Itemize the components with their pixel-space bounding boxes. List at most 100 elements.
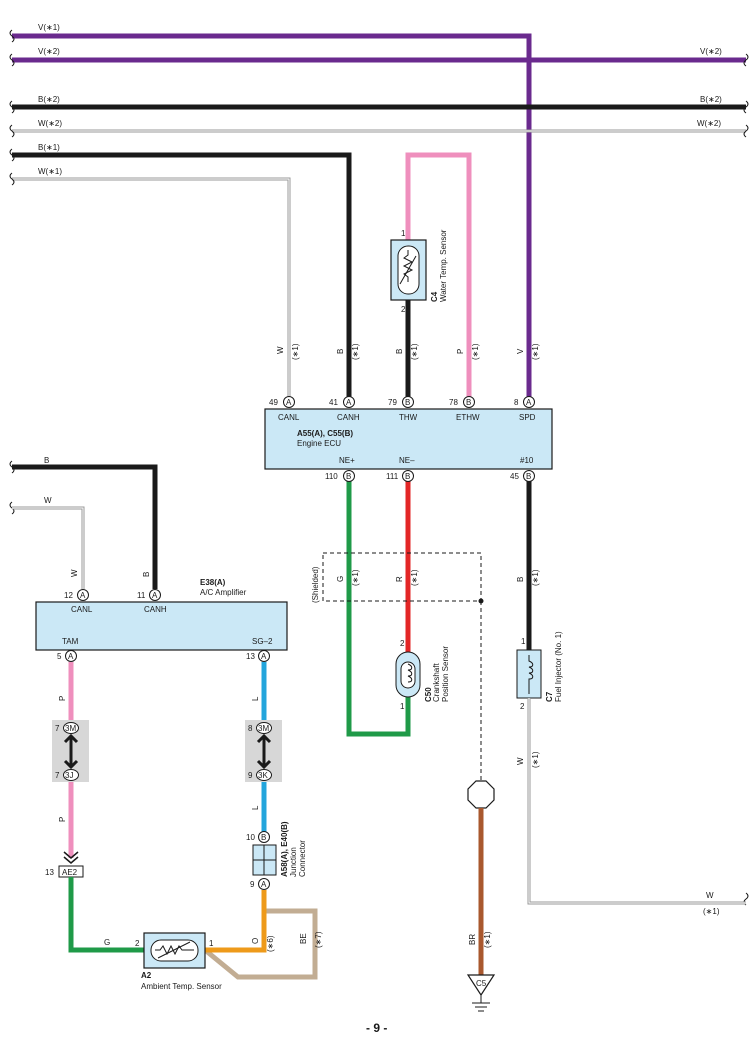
amp-pin-5-conn: A <box>68 652 74 661</box>
ecu-label-canh: CANH <box>337 413 360 422</box>
crank-pin-2: 2 <box>400 639 405 648</box>
ecu-bottom-pins: B B B <box>343 470 535 482</box>
ambient-name: Ambient Temp. Sensor <box>141 982 222 991</box>
amp-pin-num-13: 13 <box>246 652 255 661</box>
wire-orange-o <box>205 890 267 953</box>
water-sensor-name: Water Temp. Sensor <box>439 229 448 302</box>
ecu-pin-num-111: 111 <box>386 472 399 481</box>
wire-white-injector <box>527 698 746 905</box>
injector-wire-w-right: W <box>706 891 714 900</box>
injector-pin-2: 2 <box>520 702 525 711</box>
junction-left-arrow-icon <box>63 733 79 770</box>
ecu-pin-num-79: 79 <box>388 398 397 407</box>
page-number: - 9 - <box>366 1021 387 1035</box>
ambient-wire-be: BE <box>299 933 308 944</box>
crank-note-g: (∗1) <box>351 569 360 586</box>
ecu-wire-b79: B <box>395 349 404 354</box>
ecu-top-pins: A A B B A <box>283 396 535 408</box>
amp-pin-num-11: 11 <box>137 591 146 600</box>
junction-right-top-conn: 3M <box>258 724 269 733</box>
ground-note: (∗1) <box>483 931 492 948</box>
ac-amplifier-box <box>35 601 288 651</box>
shielded-label: (Shielded) <box>311 566 320 603</box>
coil-icon <box>407 663 413 683</box>
label-w2-right: W(∗2) <box>697 119 721 128</box>
ecu-label-thw: THW <box>399 413 418 422</box>
junction-left-bot-conn: 3J <box>65 771 73 780</box>
water-pin-2: 2 <box>401 305 406 314</box>
ecu-wire-b41: B <box>336 349 345 354</box>
ecu-pin-num-49: 49 <box>269 398 278 407</box>
label-b1: B(∗1) <box>38 143 60 152</box>
crank-sensor-code: C50 <box>424 687 433 702</box>
crank-pin-1: 1 <box>400 702 405 711</box>
ecu-note-41: (∗1) <box>351 343 360 360</box>
ground-symbol <box>466 974 496 997</box>
amp-name: A/C Amplifier <box>200 588 247 597</box>
amp-left-label-b: B <box>44 456 49 465</box>
wire-pink-ethw <box>405 152 472 397</box>
junction-left-bot-num: 7 <box>55 771 60 780</box>
junction-right-top-num: 8 <box>248 724 253 733</box>
shield-box <box>322 552 482 602</box>
injector-name: Fuel Injector (No. 1) <box>554 631 563 702</box>
ecu-note-8: (∗1) <box>531 343 540 360</box>
injector-note-b: (∗1) <box>531 569 540 586</box>
ae2-chevron-icon <box>63 851 79 864</box>
svg-text:B: B <box>466 398 471 407</box>
amp-pin-num-12: 12 <box>64 591 73 600</box>
ambient-note-6: (∗6) <box>266 935 275 952</box>
ecu-note-79: (∗1) <box>410 343 419 360</box>
injector-wire-w: W <box>516 757 525 765</box>
ecu-name: Engine ECU <box>297 439 341 448</box>
label-w2: W(∗2) <box>38 119 62 128</box>
ambient-pin-1: 1 <box>209 939 214 948</box>
ecu-wire-w: W <box>276 346 285 354</box>
jc-top-num: 10 <box>246 833 255 842</box>
ecu-wire-v: V <box>516 348 525 354</box>
junction-right-bot-conn: 3K <box>258 771 268 780</box>
ambient-note-7: (∗7) <box>314 931 323 948</box>
injector-note-w: (∗1) <box>531 751 540 768</box>
ambient-thermistor-icon <box>155 944 194 956</box>
ambient-wire-o: O <box>251 938 260 944</box>
amp-wire-p-top: P <box>58 696 67 701</box>
svg-text:A: A <box>346 398 352 407</box>
ambient-pin-2: 2 <box>135 939 140 948</box>
amp-wire-w: W <box>70 569 79 577</box>
crank-wire-g: G <box>336 576 345 582</box>
junction-left-top-conn: 3M <box>65 724 76 733</box>
label-v2: V(∗2) <box>38 47 60 56</box>
amp-wire-l-top: L <box>251 696 260 701</box>
svg-text:B: B <box>346 472 351 481</box>
svg-text:B: B <box>405 398 410 407</box>
amp-code: E38(A) <box>200 578 226 587</box>
amp-pin-13-conn: A <box>261 652 267 661</box>
ecu-pin-num-8: 8 <box>514 398 519 407</box>
break-marks-left <box>9 29 15 515</box>
engine-ecu-box <box>264 408 553 470</box>
ecu-label-canl: CANL <box>278 413 300 422</box>
ecu-wire-p: P <box>456 349 465 354</box>
shield-ground-octagon <box>467 780 495 809</box>
injector-pin-1: 1 <box>521 637 526 646</box>
wire-b1 <box>12 152 352 397</box>
label-v1: V(∗1) <box>38 23 60 32</box>
svg-text:A: A <box>286 398 292 407</box>
ecu-label-ethw: ETHW <box>456 413 480 422</box>
ground-label-c5: C5 <box>476 979 487 988</box>
amp-label-sg2: SG–2 <box>252 637 273 646</box>
ecu-code: A55(A), C55(B) <box>297 429 353 438</box>
jc-code: A58(A), E40(B) <box>280 821 289 877</box>
jc-name-1: Junction <box>289 847 298 877</box>
ecu-note-49: (∗1) <box>291 343 300 360</box>
label-v2-right: V(∗2) <box>700 47 722 56</box>
amp-label-canl: CANL <box>71 605 93 614</box>
ecu-pin-num-78: 78 <box>449 398 458 407</box>
junction-left-top-num: 7 <box>55 724 60 733</box>
ecu-label-spd: SPD <box>519 413 536 422</box>
water-sensor-code: C4 <box>430 291 439 302</box>
label-b2: B(∗2) <box>38 95 60 104</box>
crank-sensor-name-1: Crankshaft <box>432 663 441 702</box>
